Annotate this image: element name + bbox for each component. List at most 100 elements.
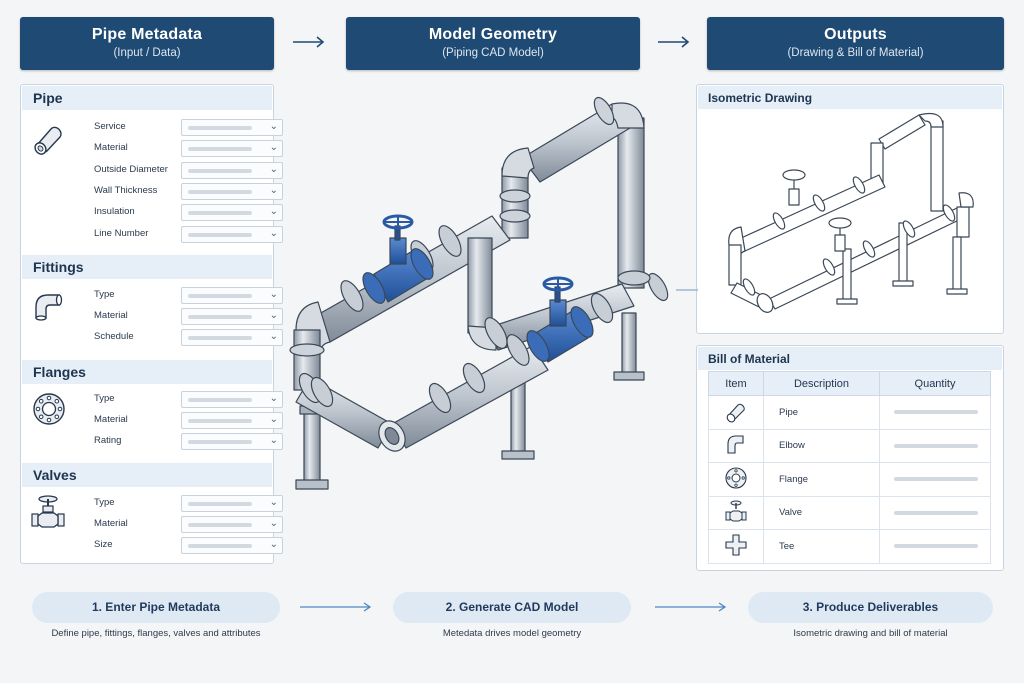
field-label: Material [94,414,128,425]
field-label: Size [94,539,113,550]
field-row-outside-diameter: Outside Diameter⌄ [94,161,284,180]
placeholder-bar [188,189,252,194]
header-pipe-metadata: Pipe Metadata (Input / Data) [20,17,274,70]
placeholder-bar [188,523,252,527]
chevron-down-icon: ⌄ [269,184,278,196]
flange-icon [725,467,747,489]
pipe-icon [726,403,745,423]
field-label: Material [94,518,128,529]
field-select[interactable]: ⌄ [181,537,283,554]
chevron-down-icon: ⌄ [269,414,278,425]
chevron-down-icon: ⌄ [269,497,278,508]
placeholder-bar [188,147,252,152]
field-select[interactable]: ⌄ [181,391,283,408]
step-description: Define pipe, fittings, flanges, valves a… [51,628,261,639]
placeholder-bar [188,419,252,423]
flange [310,225,669,414]
tee-icon [725,534,747,556]
field-select[interactable]: ⌄ [181,204,283,222]
field-label: Line Number [94,227,149,239]
field-row-type: Type ⌄ [94,287,284,305]
chevron-down-icon: ⌄ [269,142,278,154]
placeholder-bar [188,440,252,444]
field-row-material: Material ⌄ [94,308,284,326]
placeholder-bar [188,398,252,402]
field-label: Type [94,393,115,404]
chevron-down-icon: ⌄ [269,227,278,239]
field-select[interactable]: ⌄ [181,140,283,158]
section-title-fittings: Fittings [22,255,272,279]
field-row-rating: Rating⌄ [94,433,284,451]
elbow-icon [727,435,744,454]
section-title-flanges: Flanges [22,360,272,384]
placeholder-bar [188,544,252,548]
pipe-riser [617,117,645,289]
isometric-drawing-panel: Isometric Drawing [696,84,1004,334]
gate-valve [362,214,434,304]
field-label: Type [94,289,115,300]
header-outputs: Outputs (Drawing & Bill of Material) [707,17,1004,70]
chevron-down-icon: ⌄ [269,121,278,132]
header-model-geometry: Model Geometry (Piping CAD Model) [346,17,640,70]
bom-header-item: Item [708,371,764,396]
field-label: Insulation [94,206,135,218]
bom-description: Elbow [763,428,880,463]
field-select[interactable]: ⌄ [181,329,283,346]
field-select[interactable]: ⌄ [181,225,283,243]
bom-quantity [879,495,991,530]
field-select[interactable]: ⌄ [181,119,283,136]
bom-quantity [879,529,991,564]
isometric-drawing-title: Isometric Drawing [698,86,1002,109]
placeholder-bar [188,211,252,216]
table-row: Flange [708,462,991,497]
field-select[interactable]: ⌄ [181,287,283,304]
placeholder-bar [188,336,252,340]
field-select[interactable]: ⌄ [181,161,283,179]
field-select[interactable]: ⌄ [181,182,283,200]
gate-valve [526,276,594,363]
field-select[interactable]: ⌄ [181,495,283,512]
section-title-valves: Valves [22,463,272,487]
placeholder-bar [188,315,252,319]
isometric-drawing [728,112,974,313]
step-enter-metadata: 1. Enter Pipe Metadata [32,592,280,623]
flow-arrow-icon [655,602,727,612]
field-row-wall-thickness: Wall Thickness ⌄ [94,182,284,201]
flow-arrow-icon [658,36,690,48]
table-row: Tee [708,529,991,564]
chevron-down-icon: ⌄ [269,331,278,342]
metadata-panel: Pipe Service⌄Material⌄Outside Diameter⌄W… [20,84,283,564]
step-produce-deliverables: 3. Produce Deliverables [748,592,993,623]
field-label: Material [94,310,128,321]
bom-quantity [879,462,991,497]
valve-icon [725,500,747,522]
field-select[interactable]: ⌄ [181,516,283,533]
bom-quantity [879,395,991,430]
field-select[interactable]: ⌄ [181,412,283,429]
header-title: Model Geometry [428,26,558,43]
header-title: Outputs [824,26,887,43]
flow-arrow-icon [300,602,372,612]
section-title-pipe: Pipe [22,86,272,110]
connector-line [676,289,698,291]
placeholder-bar [188,126,252,130]
field-label: Wall Thickness [94,184,158,196]
field-label: Type [94,497,115,508]
bom-description: Flange [763,462,880,497]
elbow-icon [35,294,63,321]
table-row: Pipe [708,395,991,430]
bom-header-description: Description [763,371,880,396]
chevron-down-icon: ⌄ [269,539,278,550]
header-subtitle: (Input / Data) [113,47,181,59]
flange-icon [33,393,65,425]
valve-icon [31,495,65,528]
field-label: Service [94,121,126,132]
chevron-down-icon: ⌄ [269,435,278,446]
field-row-schedule: Schedule⌄ [94,329,284,347]
field-select[interactable]: ⌄ [181,308,283,325]
field-select[interactable]: ⌄ [181,433,283,450]
table-row: Elbow [708,428,991,463]
bom-description: Pipe [763,395,880,430]
placeholder-bar [188,294,252,298]
bill-of-material-panel: Bill of Material Item Description Quanti… [696,345,1004,571]
